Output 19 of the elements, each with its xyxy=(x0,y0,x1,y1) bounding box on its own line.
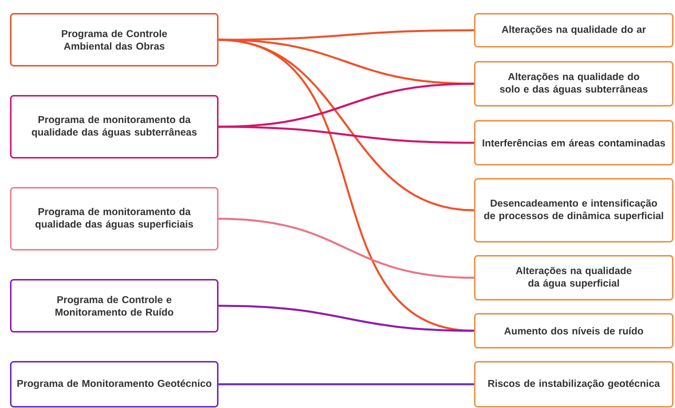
program-box: Programa de monitoramento da qualidade das águas subterrâneas xyxy=(10,95,218,158)
connector-line xyxy=(218,383,474,386)
program-box: Programa de Controle e Monitoramento de Ruído xyxy=(10,279,218,332)
impact-box: Alterações na qualidade do ar xyxy=(474,13,674,48)
impact-box: Desencadeamento e intensificação de processos de dinâmica superficial xyxy=(474,178,674,242)
impact-box: Aumento dos níveis de ruído xyxy=(474,313,674,348)
connector-line xyxy=(218,82,474,128)
connector-line xyxy=(218,29,474,41)
connector-line xyxy=(218,304,474,332)
impact-box: Alterações na qualidade da água superficial xyxy=(474,255,674,300)
connector-line xyxy=(218,38,474,85)
connector-line xyxy=(218,126,474,144)
impact-box: Interferências em áreas contaminadas xyxy=(474,120,674,166)
program-box: Programa de Monitoramento Geotécnico xyxy=(10,361,218,408)
impact-box: Riscos de instabilização geotécnica xyxy=(474,361,674,408)
connector-line xyxy=(218,218,474,279)
program-box: Programa de Controle Ambiental das Obras xyxy=(10,13,218,66)
impact-box: Alterações na qualidade do solo e das águas subterrâneas xyxy=(474,61,674,106)
program-box: Programa de monitoramento da qualidade das águas superficiais xyxy=(10,187,218,250)
